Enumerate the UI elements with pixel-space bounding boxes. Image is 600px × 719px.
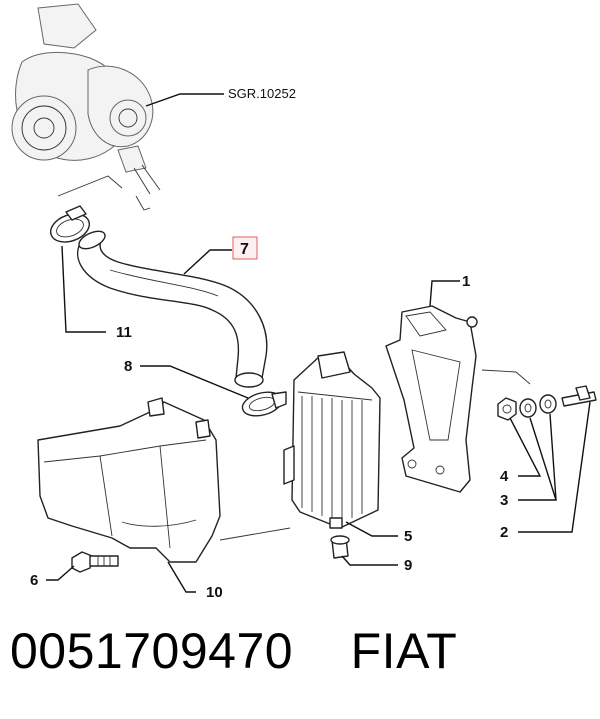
intercooler	[283, 351, 381, 529]
air-duct-shroud	[37, 397, 291, 563]
hose-clamp-lower	[241, 391, 287, 417]
callout-11: 11	[116, 324, 132, 341]
callout-10: 10	[206, 584, 223, 601]
leader-1	[429, 280, 460, 307]
bolt	[71, 551, 119, 573]
leader-5	[345, 521, 398, 537]
leader-4	[509, 417, 542, 477]
leader-6	[46, 565, 75, 581]
part-number-caption: 0051709470 FIAT	[10, 623, 458, 679]
sgr-reference-leader	[145, 93, 224, 107]
fastener-set	[481, 369, 597, 421]
leader-7	[183, 249, 232, 275]
leader-3	[518, 413, 557, 501]
callout-3: 3	[500, 492, 508, 509]
leader-8	[140, 365, 249, 399]
sgr-reference-label: SGR.10252	[228, 86, 296, 101]
leader-11	[61, 245, 106, 333]
callout-1: 1	[462, 273, 470, 290]
callout-5: 5	[404, 528, 412, 545]
callout-6: 6	[30, 572, 38, 589]
callout-7: 7	[240, 241, 249, 258]
rubber-grommet	[330, 535, 350, 559]
callout-9: 9	[404, 557, 412, 574]
callout-2: 2	[500, 524, 508, 541]
mounting-bracket	[385, 305, 478, 493]
connection-hint	[57, 175, 123, 197]
leader-10	[167, 561, 196, 593]
turbocharger-illustration	[11, 3, 161, 195]
hose-clamp-top	[49, 205, 91, 243]
exploded-parts-diagram: SGR.10252	[11, 3, 597, 601]
leader-9	[341, 555, 398, 566]
callout-8: 8	[124, 358, 132, 375]
callout-7-highlight-box	[232, 236, 258, 260]
leader-2	[518, 401, 591, 533]
callout-4: 4	[500, 468, 509, 485]
intake-hose	[77, 230, 268, 388]
